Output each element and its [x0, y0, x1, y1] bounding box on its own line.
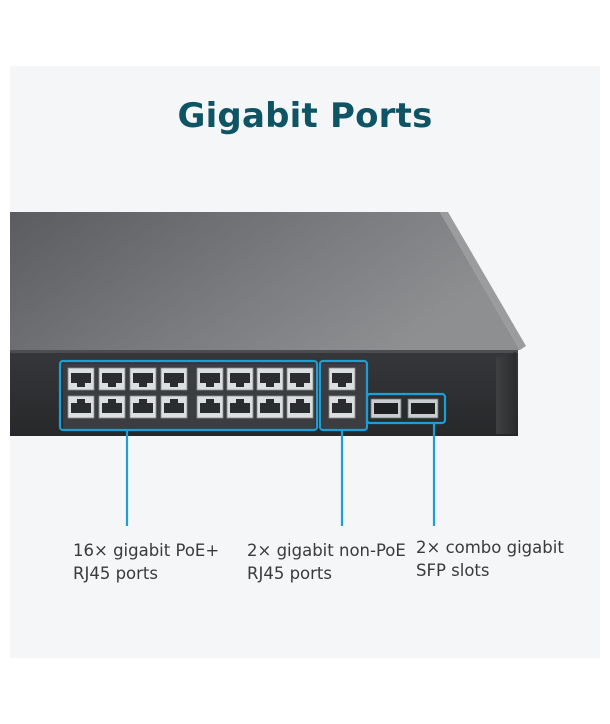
non-poe-ports-caption: 2× gigabit non-PoE RJ45 ports	[247, 539, 406, 585]
rj45-poe-port	[196, 395, 224, 419]
caption-line: RJ45 ports	[73, 564, 158, 583]
rj45-poe-port	[67, 367, 95, 391]
sfp-slots-caption: 2× combo gigabit SFP slots	[416, 536, 564, 582]
rj45-poe-port	[67, 395, 95, 419]
page-title: Gigabit Ports	[177, 96, 433, 136]
caption-line: RJ45 ports	[247, 564, 332, 583]
rj45-poe-port	[256, 367, 284, 391]
rj45-poe-port	[226, 367, 254, 391]
rj45-poe-port	[196, 367, 224, 391]
caption-line: 16× gigabit PoE+	[73, 541, 220, 560]
rj45-poe-port	[160, 367, 188, 391]
rj45-poe-port	[129, 367, 157, 391]
rj45-poe-port	[98, 395, 126, 419]
sfp-slot	[370, 398, 402, 419]
rj45-poe-port	[286, 367, 314, 391]
switch-bracket	[496, 352, 516, 434]
rj45-poe-port	[286, 395, 314, 419]
poe-ports-highlight	[58, 359, 319, 432]
poe-ports-caption: 16× gigabit PoE+ RJ45 ports	[73, 539, 219, 585]
rj45-non-poe-port	[328, 367, 356, 391]
rj45-poe-port	[98, 367, 126, 391]
sfp-slots-highlight	[365, 392, 447, 425]
rj45-poe-port	[129, 395, 157, 419]
switch-right-edge	[440, 212, 526, 350]
caption-line: SFP slots	[416, 561, 490, 580]
rj45-poe-port	[226, 395, 254, 419]
caption-line: 2× combo gigabit	[416, 538, 564, 557]
switch-top-surface	[10, 212, 520, 350]
rj45-non-poe-port	[328, 395, 356, 419]
sfp-slot	[407, 398, 439, 419]
rj45-poe-port	[256, 395, 284, 419]
rj45-poe-port	[160, 395, 188, 419]
caption-line: 2× gigabit non-PoE	[247, 541, 406, 560]
